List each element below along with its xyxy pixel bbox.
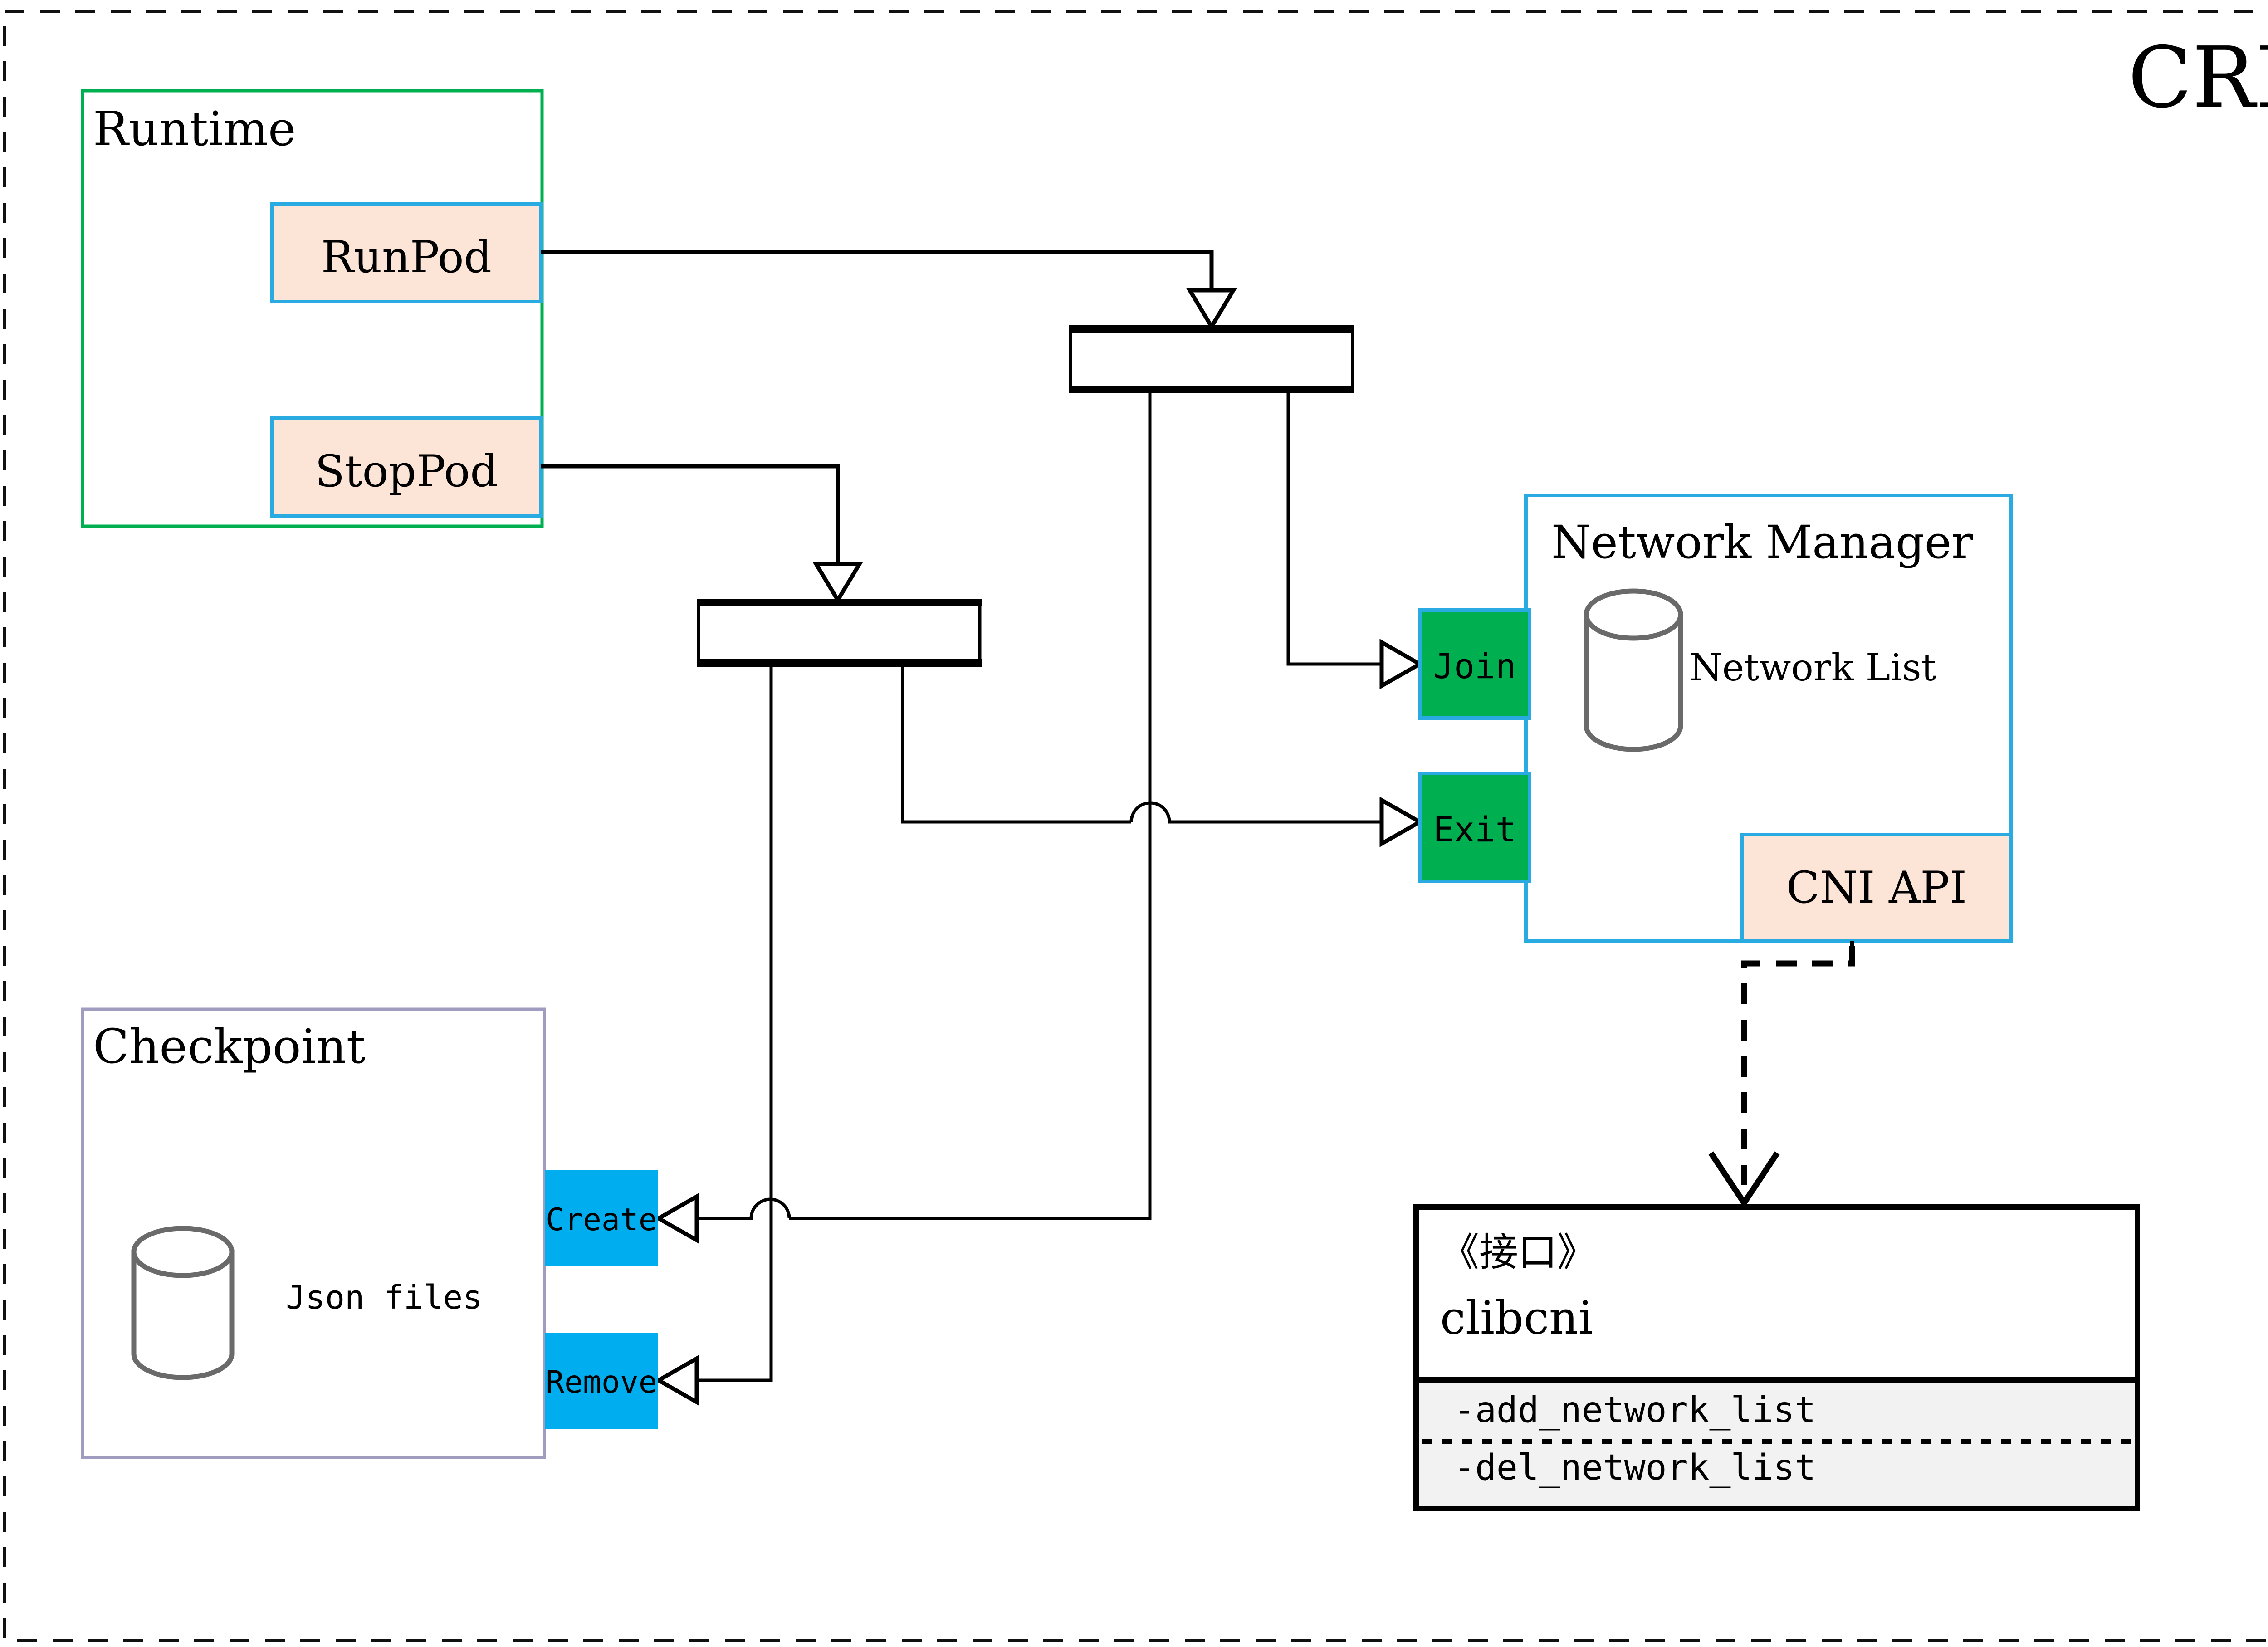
operation-runpod[interactable]: [270, 202, 543, 303]
operation-join-label: Join: [1433, 646, 1516, 686]
operation-remove[interactable]: [545, 1333, 658, 1429]
operation-remove-label: Remove: [546, 1364, 657, 1400]
page-title: CRI: [2128, 29, 2268, 127]
interface-method-del: -del_network_list: [1454, 1447, 1816, 1488]
cni-api-label: CNI API: [1786, 862, 1967, 913]
operation-stoppod-label: StopPod: [315, 446, 498, 497]
fork-node-stoppod-bottom-cap: [697, 659, 982, 667]
group-checkpoint-label: Checkpoint: [93, 1019, 366, 1074]
fork-node-stoppod-top-cap: [697, 599, 982, 606]
arrowhead-clibcni-realization: [1708, 1151, 1780, 1208]
arrowhead-runpod-fork: [1186, 288, 1237, 331]
group-network-manager-label: Network Manager: [1551, 516, 1973, 569]
edge-fork-runpod-right-prong: [1286, 393, 1382, 666]
operation-stoppod[interactable]: [270, 416, 543, 518]
operation-exit-label: Exit: [1433, 809, 1516, 850]
edge-fork-runpod-left-prong: [789, 393, 1152, 1220]
operation-runpod-label: RunPod: [321, 232, 492, 283]
edge-stoppod-to-fork: [541, 464, 840, 564]
operation-join[interactable]: [1418, 608, 1531, 720]
json-files-label: Json files: [286, 1278, 482, 1316]
interface-clibcni-body: [1413, 1377, 2140, 1511]
fork-node-stoppod: [697, 600, 982, 665]
operation-create[interactable]: [545, 1170, 658, 1266]
line-hop-exit: [1129, 801, 1382, 824]
network-list-store: [1584, 588, 1683, 752]
edge-runpod-to-fork: [541, 250, 1214, 290]
interface-name: clibcni: [1440, 1291, 1593, 1344]
network-list-label: Network List: [1690, 646, 1936, 689]
fork-node-runpod-bottom-cap: [1069, 386, 1354, 393]
edge-fork-stoppod-right-prong: [901, 667, 1131, 824]
edge-fork-stoppod-left-prong: [697, 667, 773, 1382]
interface-stereotype: 《接口》: [1440, 1230, 1596, 1275]
edge-cniapi-to-clibcni: [1741, 946, 1855, 1185]
operation-exit[interactable]: [1418, 772, 1531, 883]
arrowhead-exit: [1379, 797, 1424, 847]
arrowhead-remove: [654, 1355, 699, 1406]
group-runtime-label: Runtime: [93, 101, 296, 156]
arrowhead-stoppod-fork: [812, 562, 863, 604]
arrowhead-join: [1379, 639, 1424, 689]
json-files-store: [131, 1226, 235, 1380]
outer-frame: [3, 10, 2268, 1642]
interface-method-add: -add_network_list: [1454, 1390, 1816, 1431]
line-hop-create: [697, 1197, 791, 1220]
arrowhead-create: [654, 1193, 699, 1244]
fork-node-runpod: [1069, 327, 1354, 392]
operation-create-label: Create: [546, 1202, 657, 1238]
cni-api-box[interactable]: [1740, 833, 2013, 943]
